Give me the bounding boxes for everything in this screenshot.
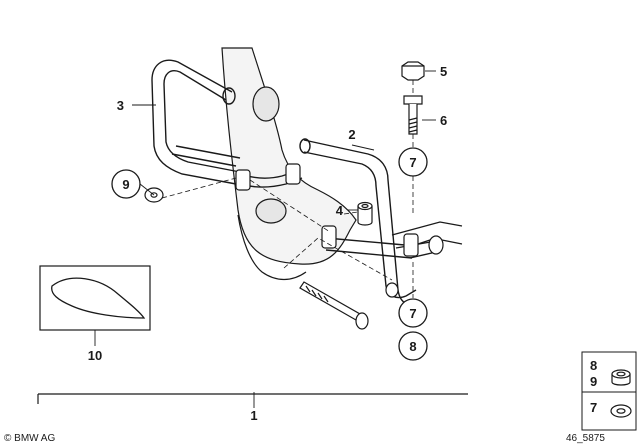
crash-bar-right [299,138,437,306]
assembly-guide-lines [161,80,414,298]
label-part-5: 5 [440,64,447,79]
leader-lines [94,70,436,408]
label-part-7-lower: 7 [409,306,416,321]
label-part-8: 8 [409,339,416,354]
legend-grommet-icon [611,369,631,386]
legend-label-8: 8 [590,358,597,373]
hex-nut [401,61,425,81]
legend-box [581,351,637,431]
assembly-baseline [37,393,468,404]
mounting-bracket-left [235,163,301,191]
label-part-9: 9 [122,177,129,192]
label-part-10: 10 [88,348,102,363]
label-part-6: 6 [440,113,447,128]
bolt-lower [299,281,369,330]
label-part-7-upper: 7 [409,155,416,170]
bolt-upper [403,95,423,135]
label-part-1: 1 [250,408,257,423]
detail-box-part-10 [39,265,151,331]
circled-callouts [111,147,428,361]
engine-frame-holes [252,86,287,224]
spacer-sleeve [357,201,373,226]
legend-label-9: 9 [590,374,597,389]
copyright-text: © BMW AG [4,433,56,444]
label-part-3: 3 [117,98,124,113]
mounting-bracket-right [321,225,444,298]
legend-label-7: 7 [590,400,597,415]
label-part-4: 4 [336,203,344,218]
legend-washer-icon [610,404,632,418]
drawing-number: 46_5875 [566,433,605,444]
label-part-2: 2 [348,127,355,142]
